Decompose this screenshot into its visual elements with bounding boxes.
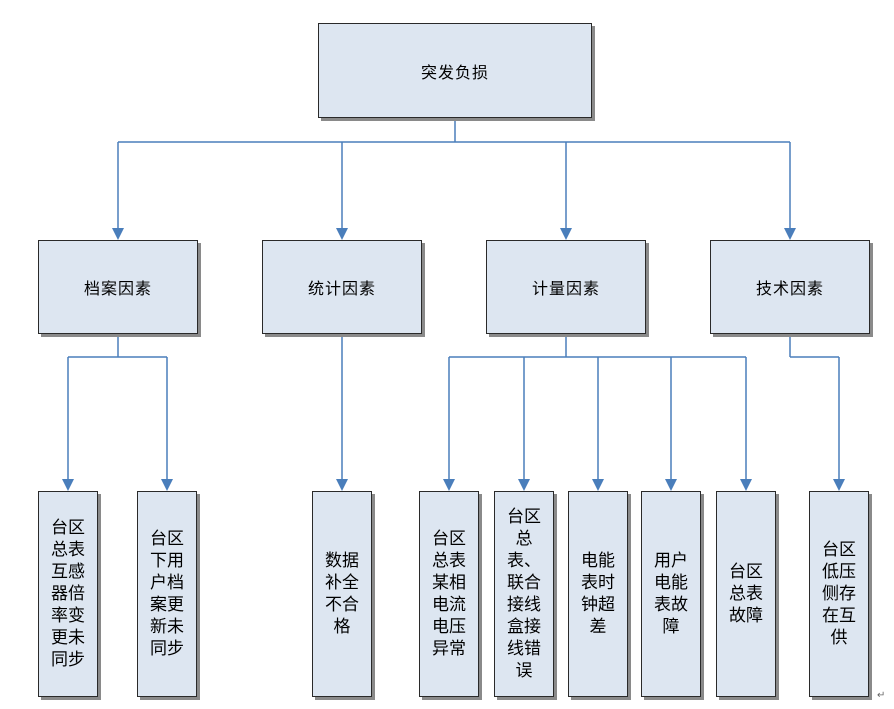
leaf-node: 台区总表某相电流电压异常 [419,491,479,697]
leaf-label: 台区总表互感器倍率变更未同步 [51,518,85,670]
leaf-node: 台区总表故障 [716,491,776,697]
category-label: 档案因素 [83,279,152,298]
leaf-label: 电能表时钟超差 [581,551,615,637]
category-node-metering: 计量因素 [486,240,646,334]
leaf-label: 数据补全不合格 [325,551,359,637]
leaf-label: 台区低压侧存在互供 [822,540,856,648]
leaf-node: 用户电能表故障 [641,491,701,697]
leaf-label: 台区总表、联合接线盒接线错误 [507,507,541,681]
category-label: 统计因素 [307,279,376,298]
category-node-archive: 档案因素 [38,240,198,334]
category-node-technical: 技术因素 [710,240,870,334]
leaf-node: 台区低压侧存在互供 [809,491,869,697]
leaf-node: 台区下用户档案更新未同步 [137,491,197,697]
leaf-label: 台区总表某相电流电压异常 [432,529,466,659]
carriage-return-icon: ↵ [877,690,886,701]
leaf-node: 台区总表互感器倍率变更未同步 [38,491,98,697]
category-label: 技术因素 [755,279,824,298]
leaf-node: 数据补全不合格 [312,491,372,697]
category-label: 计量因素 [531,279,600,298]
category-node-statistics: 统计因素 [262,240,422,334]
leaf-node: 电能表时钟超差 [568,491,628,697]
leaf-label: 台区下用户档案更新未同步 [150,529,184,659]
root-node: 突发负损 [318,23,592,118]
leaf-label: 用户电能表故障 [654,551,688,637]
leaf-label: 台区总表故障 [729,562,763,626]
leaf-node: 台区总表、联合接线盒接线错误 [494,491,554,697]
root-label: 突发负损 [420,62,489,82]
